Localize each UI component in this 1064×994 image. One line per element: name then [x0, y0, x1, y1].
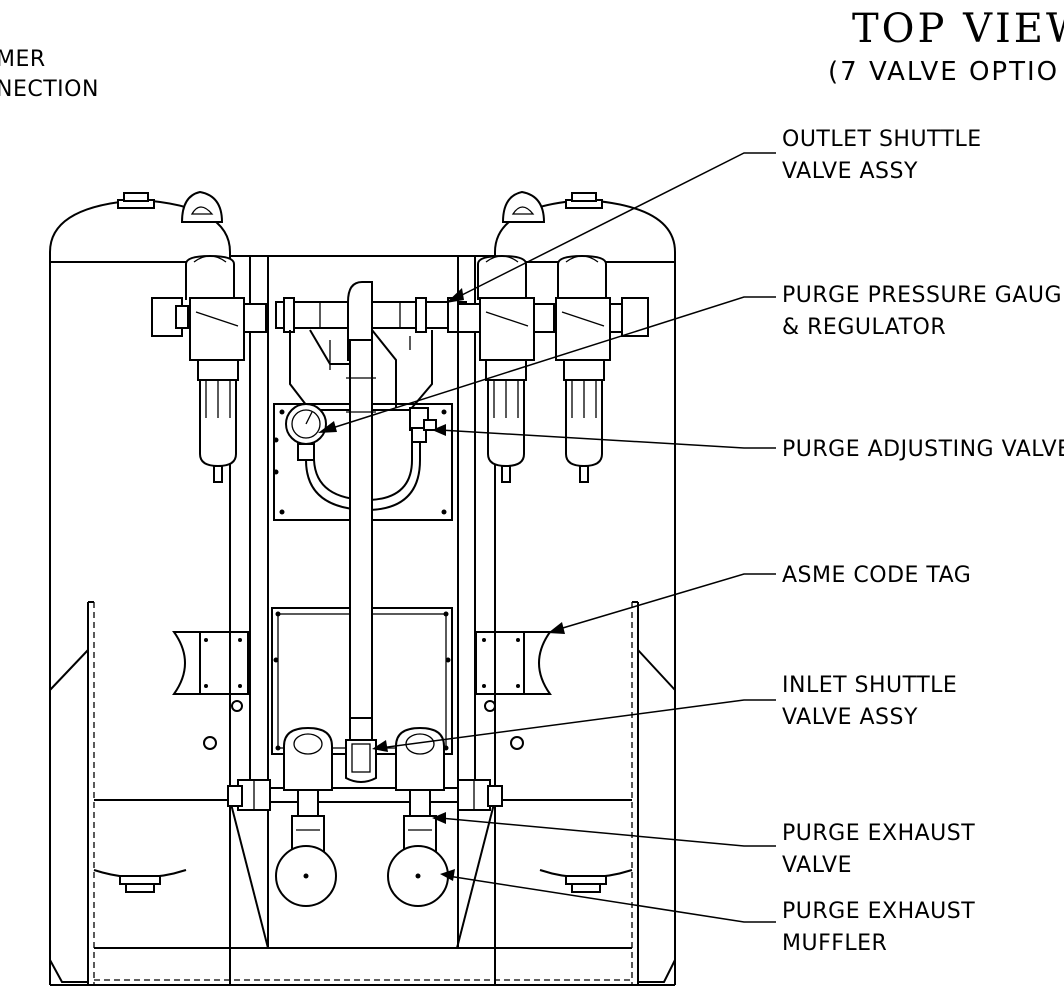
callout-outlet-shuttle-line1: OUTLET SHUTTLE	[782, 127, 982, 152]
asme-tag-right	[475, 631, 552, 695]
leader-lines	[318, 152, 776, 923]
callout-purge-pressure-line2: & REGULATOR	[782, 315, 946, 340]
cut-label-line2: NECTION	[0, 77, 99, 102]
callout-purge-exhaust-muffler-line1: PURGE EXHAUST	[782, 899, 975, 924]
callout-purge-exhaust-muffler-line2: MUFFLER	[782, 931, 887, 956]
inlet-shuttle-valve	[227, 779, 503, 811]
callout-outlet-shuttle: OUTLET SHUTTLE VALVE ASSY	[782, 127, 982, 184]
purge-exhaust-muffler-right	[387, 845, 449, 907]
callout-purge-pressure: PURGE PRESSURE GAUG & REGULATOR	[782, 283, 1062, 340]
purge-tube	[345, 339, 377, 783]
purge-adjusting-valve	[409, 407, 437, 443]
callout-asme-tag: ASME CODE TAG	[782, 563, 971, 588]
asme-tag-left	[172, 631, 249, 695]
callout-inlet-shuttle: INLET SHUTTLE VALVE ASSY	[782, 673, 957, 730]
callout-purge-pressure-line1: PURGE PRESSURE GAUG	[782, 283, 1062, 308]
callout-inlet-shuttle-line1: INLET SHUTTLE	[782, 673, 957, 698]
callout-outlet-shuttle-line2: VALVE ASSY	[782, 159, 918, 184]
callout-purge-exhaust-valve: PURGE EXHAUST VALVE	[782, 821, 975, 878]
callout-inlet-shuttle-line2: VALVE ASSY	[782, 705, 918, 730]
callout-purge-exhaust-muffler: PURGE EXHAUST MUFFLER	[782, 899, 975, 956]
filter-right	[555, 254, 649, 483]
filter-left	[151, 254, 267, 483]
callout-purge-adjusting-line1: PURGE ADJUSTING VALVE	[782, 437, 1064, 462]
cut-label-line1: MER	[0, 47, 46, 72]
purge-exhaust-muffler-left	[275, 845, 337, 907]
center-frame	[230, 255, 495, 949]
view-title: TOP VIEW	[852, 6, 1064, 52]
filter-center	[457, 254, 555, 483]
callout-purge-adjusting: PURGE ADJUSTING VALVE	[782, 437, 1064, 462]
callout-purge-exhaust-valve-line2: VALVE	[782, 853, 852, 878]
view-subtitle: (7 VALVE OPTIO	[828, 57, 1059, 87]
callout-purge-exhaust-valve-line1: PURGE EXHAUST	[782, 821, 975, 846]
left-tower	[49, 190, 243, 985]
callout-asme-tag-line1: ASME CODE TAG	[782, 563, 971, 588]
outlet-shuttle-valve	[275, 281, 467, 361]
